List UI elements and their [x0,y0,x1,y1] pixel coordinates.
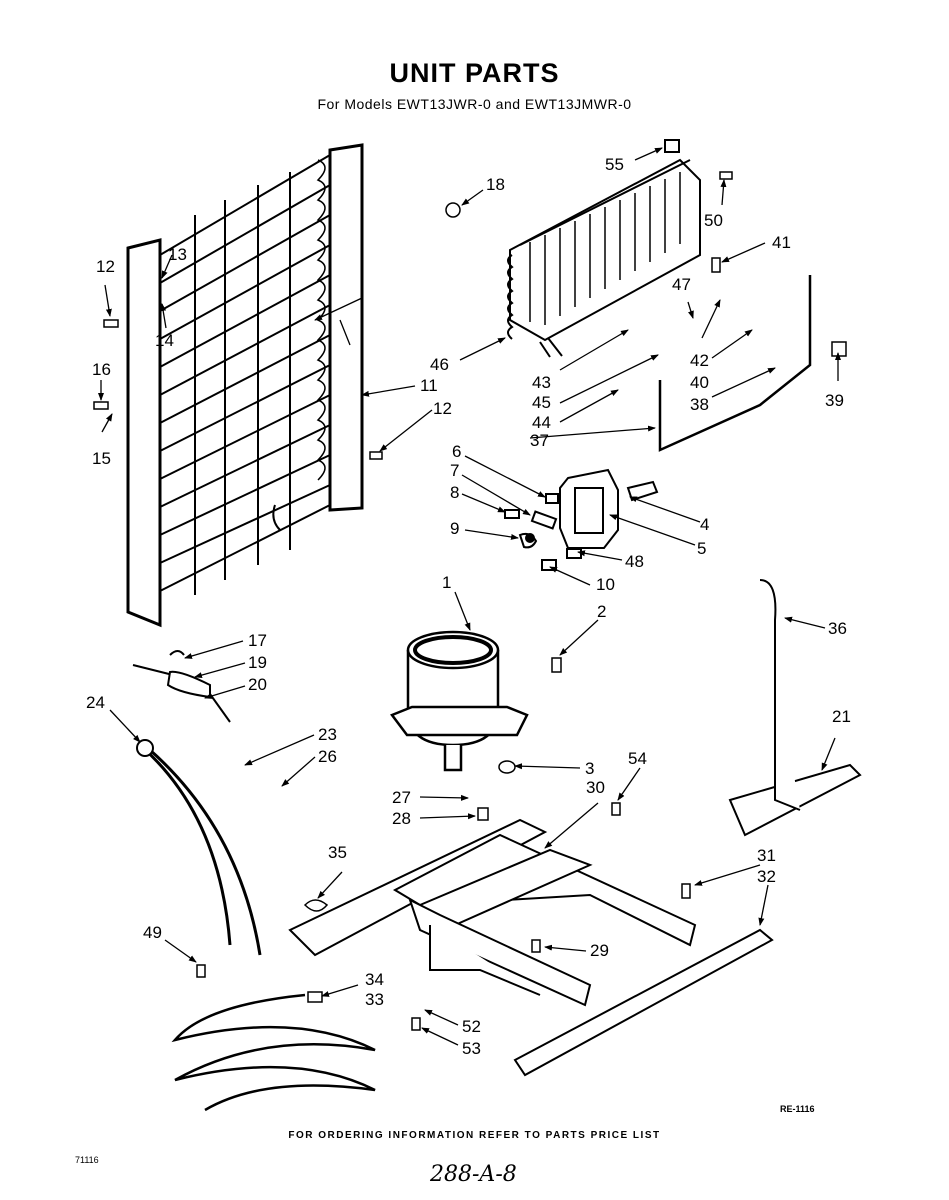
label-part-41: 41 [772,233,791,252]
label-part-28: 28 [392,809,411,828]
label-part-17: 17 [248,631,267,650]
label-part-49: 49 [143,923,162,942]
page-title: UNIT PARTS [389,58,560,88]
label-part-29: 29 [590,941,609,960]
fasteners-drawing [93,171,847,1031]
label-part-54: 54 [628,749,647,768]
label-part-31: 31 [757,846,776,865]
label-part-50: 50 [704,211,723,230]
label-part-47: 47 [672,275,691,294]
label-part-4: 4 [700,515,709,534]
label-part-1: 1 [442,573,451,592]
label-part-16: 16 [92,360,111,379]
label-part-2: 2 [597,602,606,621]
label-part-26: 26 [318,747,337,766]
compressor-drawing [390,630,529,772]
label-part-52: 52 [462,1017,481,1036]
page-subtitle: For Models EWT13JWR-0 and EWT13JMWR-0 [317,96,632,112]
label-part-24: 24 [86,693,105,712]
relay-assembly-drawing [504,468,659,571]
page-number: 71116 [75,1155,99,1165]
label-part-20: 20 [248,675,267,694]
label-part-34: 34 [365,970,384,989]
label-part-46: 46 [430,355,449,374]
label-part-10: 10 [596,575,615,594]
base-frame-drawing [288,579,862,1077]
label-part-53: 53 [462,1039,481,1058]
label-part-48: 48 [625,552,644,571]
label-part-44: 44 [532,413,551,432]
label-part-38: 38 [690,395,709,414]
evaporator-drawing [507,139,701,358]
label-part-30: 30 [586,778,605,797]
condenser-drawing [126,143,364,628]
label-part-21: 21 [832,707,851,726]
diagram-ref-code: RE-1116 [780,1104,815,1114]
label-part-23: 23 [318,725,337,744]
label-part-39: 39 [825,391,844,410]
label-part-15: 15 [92,449,111,468]
label-part-42: 42 [690,351,709,370]
label-part-8: 8 [450,483,459,502]
label-part-12-top: 12 [96,257,115,276]
label-part-55: 55 [605,155,624,174]
leader-lines [98,147,841,1046]
label-part-7: 7 [450,461,459,480]
label-part-12-bottom: 12 [433,399,452,418]
label-part-40: 40 [690,373,709,392]
label-part-18: 18 [486,175,505,194]
misc-parts-drawing [132,275,812,1112]
part-labels: 1 2 3 4 5 6 7 8 9 10 11 12 12 13 14 15 1… [86,155,851,1058]
label-part-32: 32 [757,867,776,886]
label-part-19: 19 [248,653,267,672]
label-part-45: 45 [532,393,551,412]
label-part-3: 3 [585,759,594,778]
label-part-27: 27 [392,788,411,807]
handwritten-annotation: 288-A-8 [430,1162,517,1187]
label-part-33: 33 [365,990,384,1009]
label-part-13: 13 [168,245,187,264]
label-part-37: 37 [530,431,549,450]
label-part-14: 14 [155,331,174,350]
label-part-9: 9 [450,519,459,538]
label-part-11: 11 [420,376,438,395]
label-part-43: 43 [532,373,551,392]
ordering-note: FOR ORDERING INFORMATION REFER TO PARTS … [288,1130,661,1141]
label-part-6: 6 [452,442,461,461]
label-part-36: 36 [828,619,847,638]
label-part-5: 5 [697,539,706,558]
label-part-35: 35 [328,843,347,862]
